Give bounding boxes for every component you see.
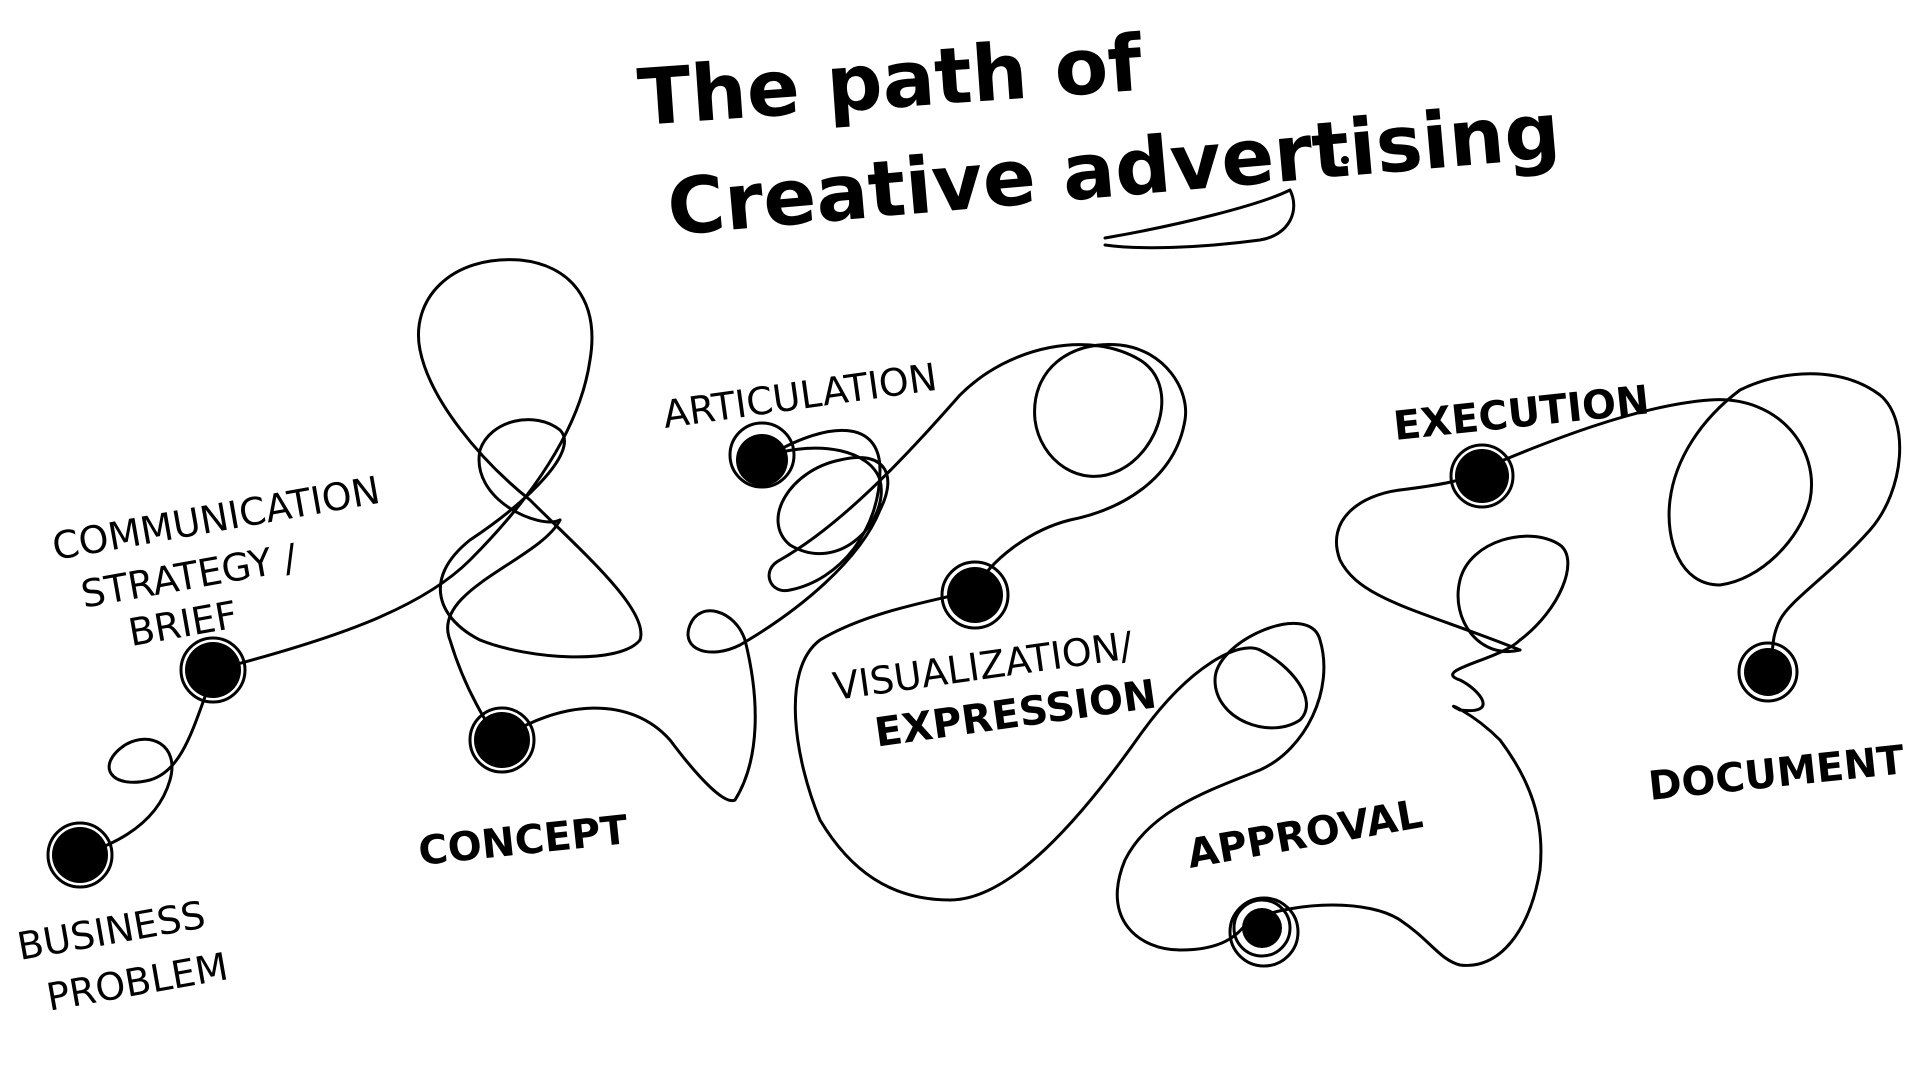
title: The path of Creative advertising xyxy=(635,19,1564,254)
path-segment xyxy=(793,588,1326,952)
path-segment xyxy=(78,668,217,857)
node-execution xyxy=(1449,443,1515,509)
node-approval xyxy=(1228,896,1300,968)
path-segment xyxy=(498,446,890,803)
node-business-problem xyxy=(46,821,114,889)
title-line1: The path of xyxy=(635,19,1146,144)
title-underline xyxy=(1103,188,1296,250)
labels: BUSINESS PROBLEM COMMUNICATION STRATEGY … xyxy=(14,355,1907,1020)
node-visualization-expression xyxy=(940,560,1010,630)
path-segment xyxy=(1478,372,1902,657)
path-segment xyxy=(213,258,643,672)
node-concept xyxy=(468,706,536,774)
node-communication-strategy-brief xyxy=(179,636,247,704)
title-dot xyxy=(1341,156,1349,164)
label-business-problem: BUSINESS PROBLEM xyxy=(14,893,231,1020)
label-articulation: ARTICULATION xyxy=(660,355,940,437)
label-document: DOCUMENT xyxy=(1646,737,1907,810)
label-approval: APPROVAL xyxy=(1184,791,1426,878)
label-concept: CONCEPT xyxy=(416,807,630,875)
node-articulation xyxy=(728,421,796,489)
label-communication-strategy-brief: COMMUNICATION STRATEGY / BRIEF xyxy=(49,468,383,655)
nodes xyxy=(46,421,1799,968)
tangled-path xyxy=(78,258,1902,967)
path-segment xyxy=(1334,468,1522,652)
label-execution: EXECUTION xyxy=(1391,377,1651,450)
label-visualization-expression: VISUALIZATION/ EXPRESSION xyxy=(830,623,1159,756)
node-document xyxy=(1737,641,1799,703)
path-segment xyxy=(446,518,562,742)
path-segment xyxy=(1248,534,1570,967)
path-segment xyxy=(767,342,1188,593)
